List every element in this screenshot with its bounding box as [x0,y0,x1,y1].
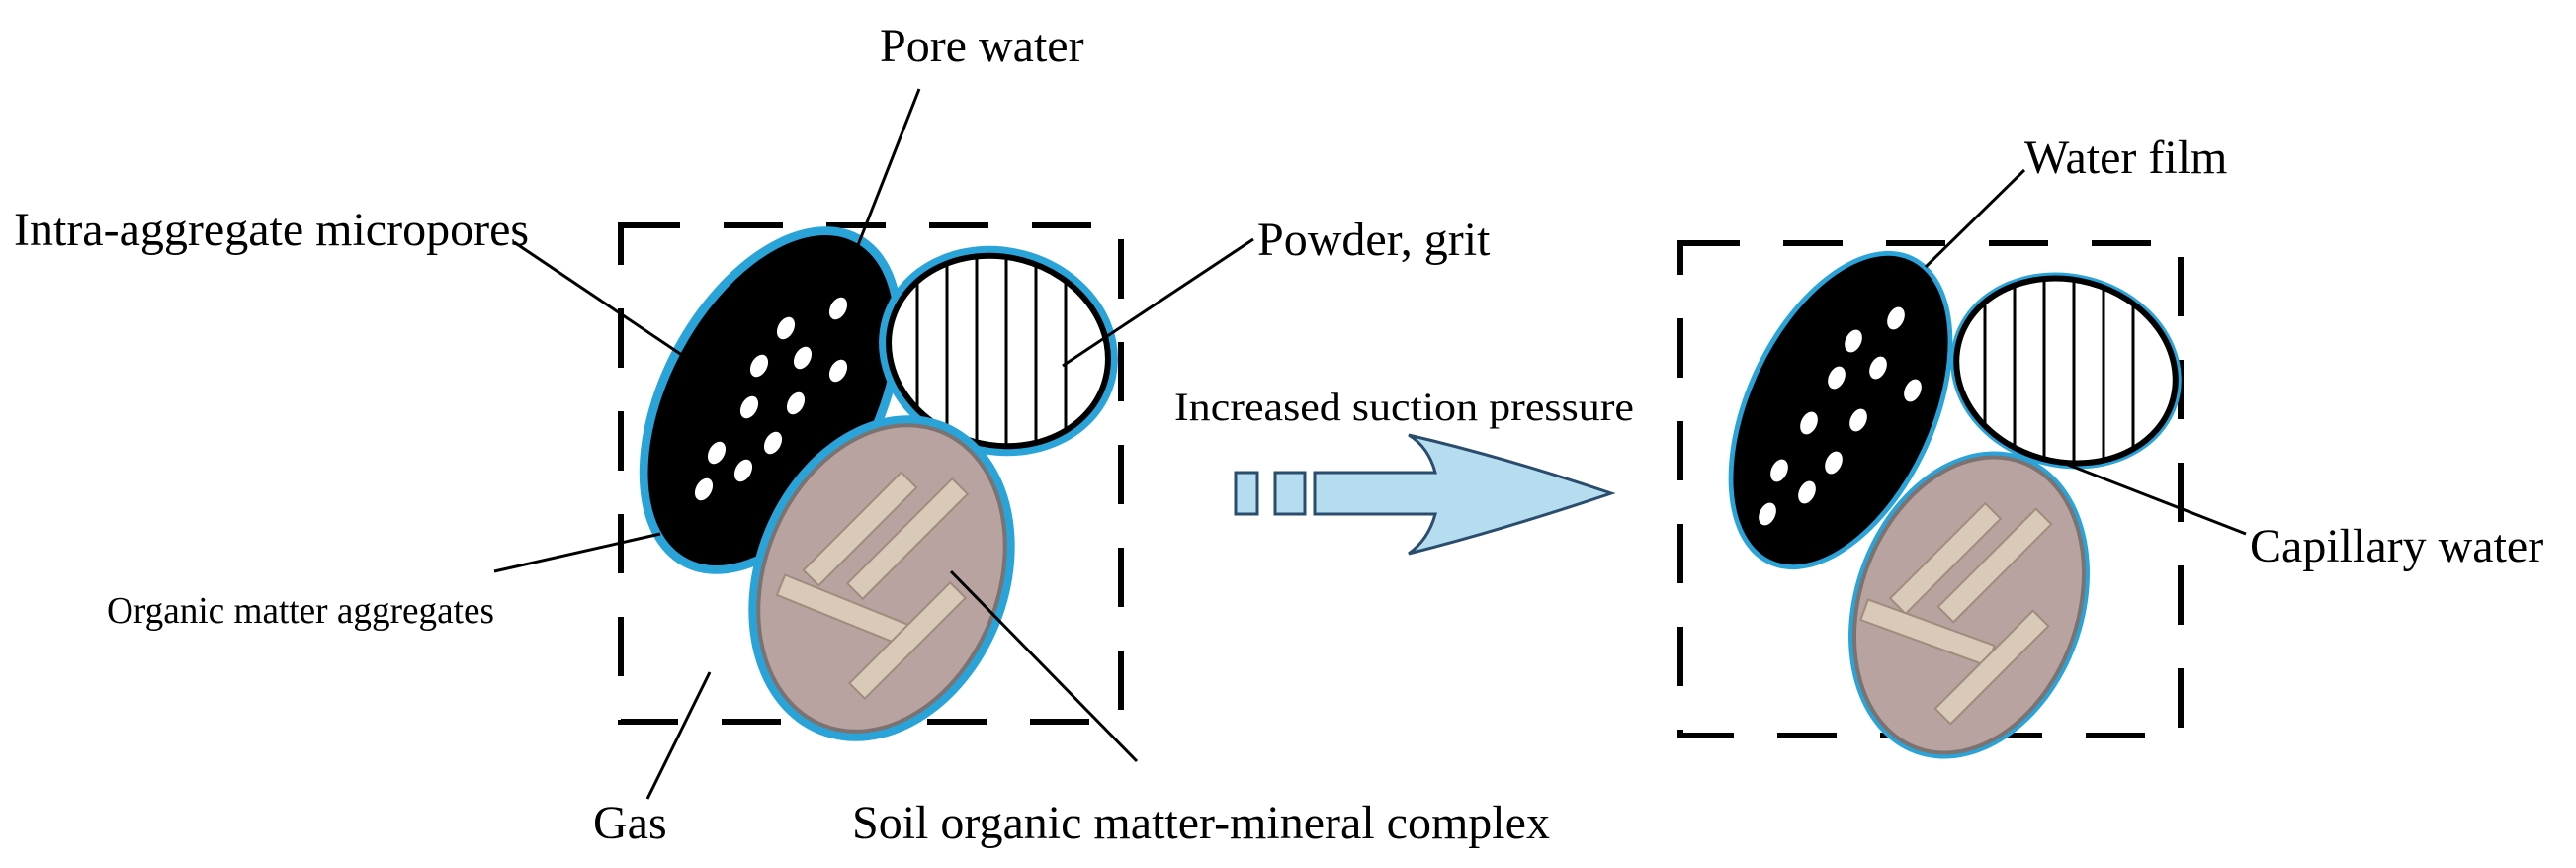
left-leader-lines [493,88,1254,800]
right-micropores [1759,306,1922,526]
labels: Pore water Intra-aggregate micropores Po… [14,20,2543,849]
water-film-leader [1924,168,2026,269]
aggregates-leader [493,532,661,573]
micropore [1845,329,1862,353]
micropore [1904,379,1922,402]
micropore [828,359,848,383]
label-water-film: Water film [2024,131,2227,184]
micropore [1800,411,1818,435]
micropore [786,391,806,415]
right-grit-outline [1953,275,2179,467]
mineral-grain [802,471,918,587]
label-soil-complex: Soil organic matter-mineral complex [852,797,1550,849]
micropore [1828,366,1846,390]
micropore [763,431,783,455]
label-powder-grit: Powder, grit [1257,214,1491,266]
arrow-tail-block [1234,471,1259,516]
micropore [828,297,848,320]
mineral-grain [1888,501,2003,616]
right-mineral-complex [1848,451,2090,759]
mineral-grain [845,477,970,601]
mineral-grain [1936,507,2053,624]
left-grit-body [889,255,1108,447]
grit-leader [1062,237,1254,368]
label-pore-water: Pore water [880,20,1084,72]
left-micropores [694,297,848,501]
micropore [1759,502,1776,526]
micropore [1770,459,1788,482]
pore-water-leader [856,88,921,246]
micropore [1869,356,1887,380]
micropore [739,395,759,419]
mineral-grain [847,580,968,701]
right-leader-lines [1924,168,2247,536]
arrow-tail-block [1273,471,1307,516]
right-aggregate-body [1733,255,1948,565]
arrow-head [1313,433,1616,556]
micropore [733,459,753,482]
micropore [1887,306,1905,330]
right-grit-body [1956,278,2176,464]
left-mineral-complex [748,415,1015,741]
micropore [1825,451,1843,475]
label-intra-aggregate-micropores: Intra-aggregate micropores [14,204,529,256]
right-organic-aggregate [1728,250,1953,570]
micropores-leader [513,240,711,376]
micropore [793,346,813,370]
left-grit-particle [879,237,1118,465]
gas-leader [645,671,712,800]
suction-arrow [1234,433,1616,556]
mineral-grain [1933,609,2050,726]
capillary-water-leader [2067,463,2247,536]
micropore [694,477,714,501]
left-panel [493,88,1254,800]
label-organic-matter-aggregates: Organic matter aggregates [107,590,494,632]
micropore [749,354,769,378]
label-gas: Gas [593,797,667,849]
micropore [707,441,727,465]
complex-leader [949,569,1139,763]
label-capillary-water: Capillary water [2250,520,2543,572]
micropore [776,316,796,340]
right-grit-particle [1950,257,2182,484]
micropore [1798,480,1816,504]
right-panel [1677,168,2247,759]
label-arrow-caption: Increased suction pressure [1174,385,1634,429]
micropore [1849,408,1867,432]
